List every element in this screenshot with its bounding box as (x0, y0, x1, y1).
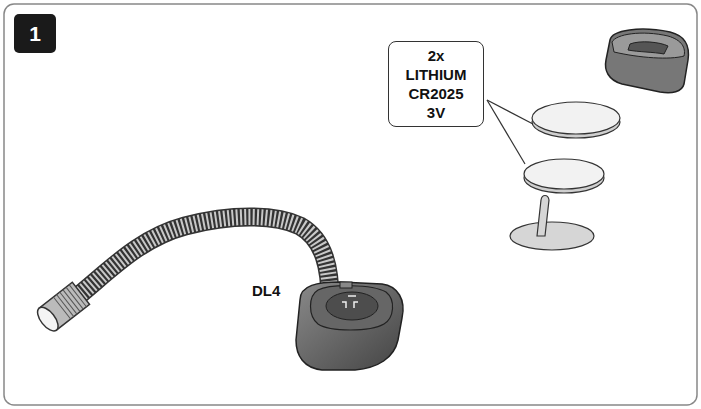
lamp-head (34, 282, 90, 334)
housing (296, 282, 403, 370)
coin-cell (524, 102, 620, 193)
node-text: 2x LITHIUM CR2025 3V (406, 46, 467, 122)
callout-box: 2x LITHIUM CR2025 3V (388, 41, 484, 127)
gooseneck (78, 217, 330, 300)
frame (4, 4, 697, 405)
node-text: 1 (29, 22, 41, 46)
part-name: DL4 (252, 282, 280, 299)
leader-line (487, 100, 533, 164)
step-number: 1 (14, 14, 56, 53)
battery-cover (606, 29, 689, 93)
pull-tab (510, 196, 594, 251)
